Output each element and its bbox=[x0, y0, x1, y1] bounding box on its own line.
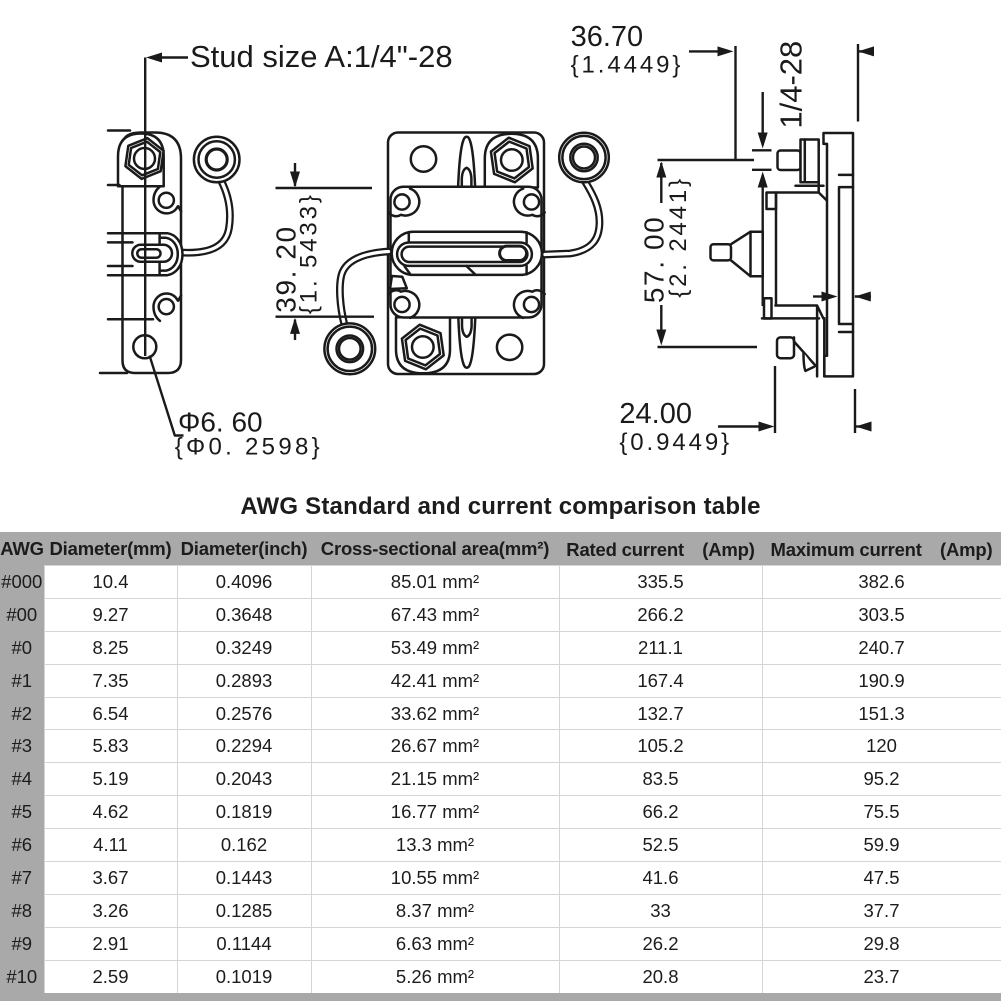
svg-text:36.70: 36.70 bbox=[571, 21, 644, 53]
svg-text:{1. 5433}: {1. 5433} bbox=[295, 192, 322, 314]
svg-text:{Φ0. 2598}: {Φ0. 2598} bbox=[175, 434, 323, 461]
svg-text:1/4-28: 1/4-28 bbox=[773, 41, 808, 129]
svg-text:39. 20: 39. 20 bbox=[270, 225, 301, 312]
svg-text:57. 00: 57. 00 bbox=[638, 216, 669, 303]
svg-text:Φ6. 60: Φ6. 60 bbox=[178, 407, 263, 438]
svg-text:24.00: 24.00 bbox=[619, 398, 692, 430]
svg-text:Stud size A:1/4"-28: Stud size A:1/4"-28 bbox=[190, 39, 453, 74]
svg-text:{1.4449}: {1.4449} bbox=[571, 52, 684, 79]
svg-text:{0.9449}: {0.9449} bbox=[619, 429, 732, 456]
svg-text:{2. 2441}: {2. 2441} bbox=[665, 176, 692, 298]
